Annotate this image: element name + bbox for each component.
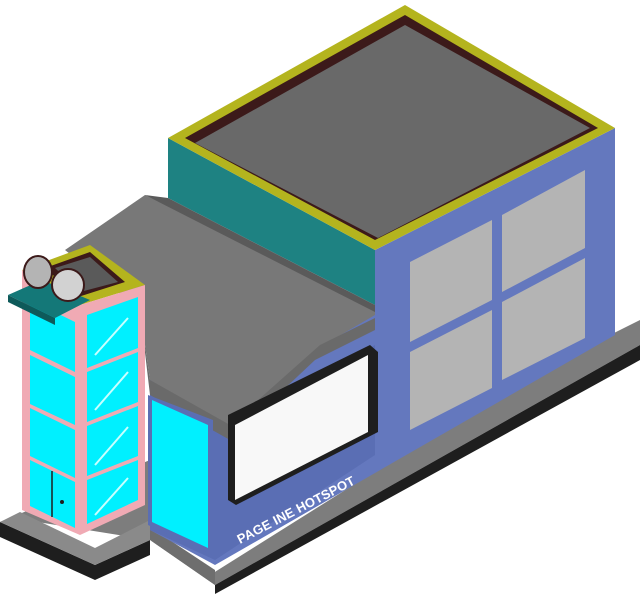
right-wall-windows — [410, 170, 585, 430]
tower-roof-surface — [55, 257, 118, 292]
roof-surface — [195, 25, 590, 238]
tower-awning — [8, 280, 90, 318]
base-dark-edge-right — [215, 345, 640, 594]
tower-right-pane-4 — [87, 460, 138, 524]
tower-left-pane-2 — [30, 355, 75, 425]
tower-lamp-left — [23, 255, 53, 289]
annex-side-glass — [152, 400, 208, 548]
upper-teal-wall — [168, 138, 375, 305]
window-upper-right — [502, 170, 585, 292]
window-lower-left — [410, 310, 492, 430]
window-upper-left — [410, 220, 492, 342]
elevator-tower — [8, 245, 145, 535]
display-window — [235, 355, 368, 500]
glass-glint-4 — [94, 477, 129, 516]
tower-left-pane-3 — [30, 408, 75, 478]
tower-door-handle — [60, 500, 64, 504]
base-right-top — [150, 527, 215, 585]
annex-roof-top — [65, 195, 375, 430]
glass-glint-3 — [94, 426, 129, 466]
base-dark-edge-left — [0, 522, 150, 580]
window-lower-right — [502, 258, 585, 380]
base-gray-left — [0, 512, 150, 565]
glass-glint-2 — [94, 371, 129, 411]
glass-glint-1 — [94, 317, 129, 356]
annex-roof-ridge — [145, 195, 375, 312]
tower-lamp-right — [51, 268, 85, 302]
tower-awning-edge — [8, 295, 55, 325]
annex-roof-slope — [140, 310, 375, 440]
